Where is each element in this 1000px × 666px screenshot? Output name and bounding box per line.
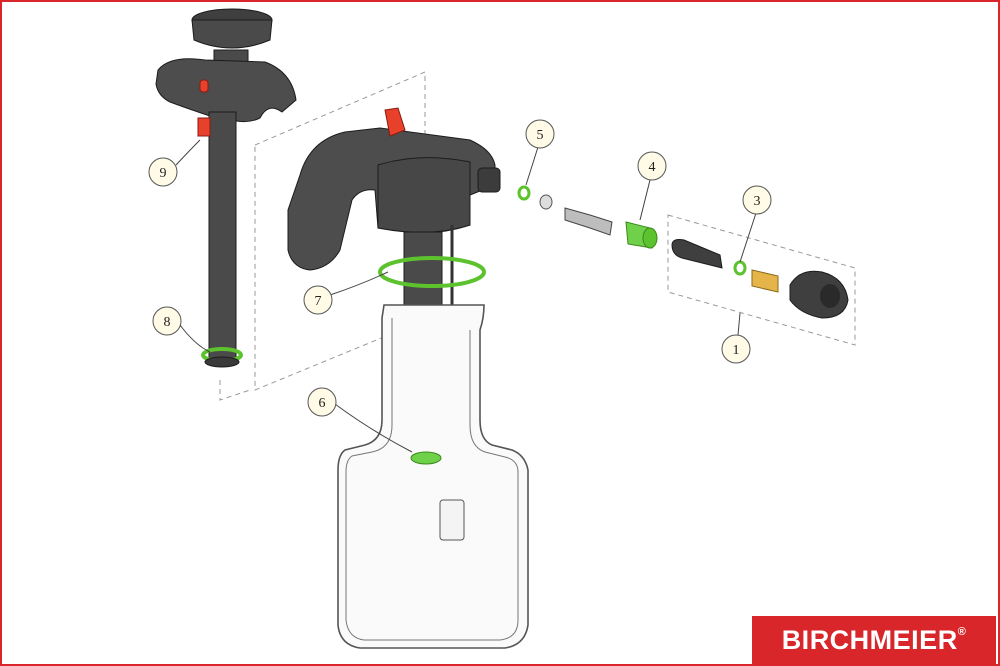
callout-7: 7 (303, 285, 333, 315)
svg-text:7: 7 (315, 294, 322, 309)
callout-3: 3 (742, 185, 772, 215)
svg-text:8: 8 (164, 315, 171, 330)
o-ring-large (378, 256, 486, 288)
svg-text:9: 9 (160, 166, 167, 181)
brand-logo: BIRCHMEIER® (752, 616, 996, 664)
piston-pump-assembly (155, 8, 297, 368)
svg-text:3: 3 (754, 194, 761, 209)
callout-9: 9 (148, 157, 178, 187)
bottle-container (337, 304, 529, 649)
callout-1: 1 (721, 334, 751, 364)
svg-text:6: 6 (319, 396, 326, 411)
svg-text:4: 4 (649, 160, 656, 175)
svg-text:5: 5 (537, 128, 544, 143)
leader-lines (175, 139, 758, 453)
valve-parts (517, 185, 658, 249)
brand-name: BIRCHMEIER (781, 625, 958, 655)
nozzle-parts (671, 239, 849, 319)
callout-8: 8 (152, 306, 182, 336)
registered-mark: ® (957, 626, 967, 638)
brand-logo-text: BIRCHMEIER® (752, 616, 996, 664)
svg-text:1: 1 (733, 343, 740, 358)
callout-6: 6 (307, 387, 337, 417)
callout-4: 4 (637, 151, 667, 181)
callout-5: 5 (525, 119, 555, 149)
